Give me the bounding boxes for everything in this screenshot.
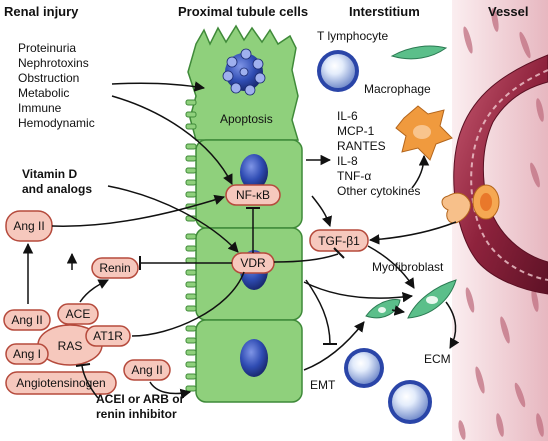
header-renal-injury: Renal injury <box>4 4 79 19</box>
migrating-cell <box>441 192 471 224</box>
cause-item: Metabolic <box>18 86 69 100</box>
nucleus-cell-3 <box>240 339 268 377</box>
cause-item: Immune <box>18 101 62 115</box>
nucleus-cell-1 <box>240 154 268 190</box>
cytokine-item: MCP-1 <box>337 124 375 138</box>
cause-item: Nephrotoxins <box>18 56 89 70</box>
header-vessel: Vessel <box>488 4 529 19</box>
acei-label-2: renin inhibitor <box>96 407 177 421</box>
macrophage-label: Macrophage <box>364 82 431 96</box>
arrows <box>22 81 460 399</box>
at1r-label: AT1R <box>93 329 123 343</box>
cause-item: Proteinuria <box>18 41 76 55</box>
cause-item: Hemodynamic <box>18 116 95 130</box>
vdr-label: VDR <box>240 256 266 270</box>
header-interstitium: Interstitium <box>349 4 420 19</box>
injury-causes-list: Proteinuria Nephrotoxins Obstruction Met… <box>18 41 95 130</box>
macrophage-cell <box>395 105 453 161</box>
ras-cluster: RAS Ang II ACE AT1R Ang I Angiotensinoge… <box>3 303 131 395</box>
vitamin-d-label-2: and analogs <box>22 182 92 196</box>
cytokine-item: TNF-α <box>337 169 371 183</box>
renin-label: Renin <box>99 261 130 275</box>
spindle-cell-top <box>390 45 448 60</box>
pill-vdr: VDR <box>231 252 275 274</box>
t-lymphocyte-label: T lymphocyte <box>317 29 388 43</box>
fibroblast-cell <box>365 299 401 319</box>
emt-label: EMT <box>310 378 336 392</box>
header-proximal-tubule: Proximal tubule cells <box>178 4 308 19</box>
cytokine-item: IL-8 <box>337 154 358 168</box>
ang1-label: Ang I <box>13 347 41 361</box>
ang2-top-label: Ang II <box>13 219 44 233</box>
pill-nfkb: NF-κB <box>225 184 281 206</box>
lymphocyte-bottom-2 <box>388 380 432 424</box>
tgfb1-label: TGF-β1 <box>318 234 360 248</box>
myofibroblast-label: Myofibroblast <box>372 260 444 274</box>
cytokine-item: Other cytokines <box>337 184 420 198</box>
apoptosis-label: Apoptosis <box>220 112 273 126</box>
pill-renin: Renin <box>91 257 139 279</box>
cytokine-item: RANTES <box>337 139 386 153</box>
angiotensinogen-label: Angiotensinogen <box>16 376 105 390</box>
ang2-ras-label: Ang II <box>11 313 42 327</box>
cytokine-list: IL-6 MCP-1 RANTES IL-8 TNF-α Other cytok… <box>337 109 420 198</box>
pill-ang2-top: Ang II <box>5 210 53 242</box>
vessel-region <box>441 0 548 441</box>
t-lymphocyte-cell <box>317 50 359 92</box>
myofibroblast-cell <box>407 279 457 319</box>
acei-label: ACEI or ARB or <box>96 392 185 406</box>
tubule-cell-column <box>185 24 303 403</box>
ang2-low-label: Ang II <box>131 363 162 377</box>
ace-label: ACE <box>66 307 91 321</box>
ras-label: RAS <box>58 339 83 353</box>
ecm-label: ECM <box>424 352 451 366</box>
vitamin-d-label: Vitamin D <box>22 167 77 181</box>
lymphocyte-bottom-1 <box>344 348 384 388</box>
cause-item: Obstruction <box>18 71 79 85</box>
nfkb-label: NF-κB <box>236 188 270 202</box>
pill-ang2-low: Ang II <box>123 359 171 381</box>
pill-tgfb1: TGF-β1 <box>309 229 369 252</box>
cytokine-item: IL-6 <box>337 109 358 123</box>
